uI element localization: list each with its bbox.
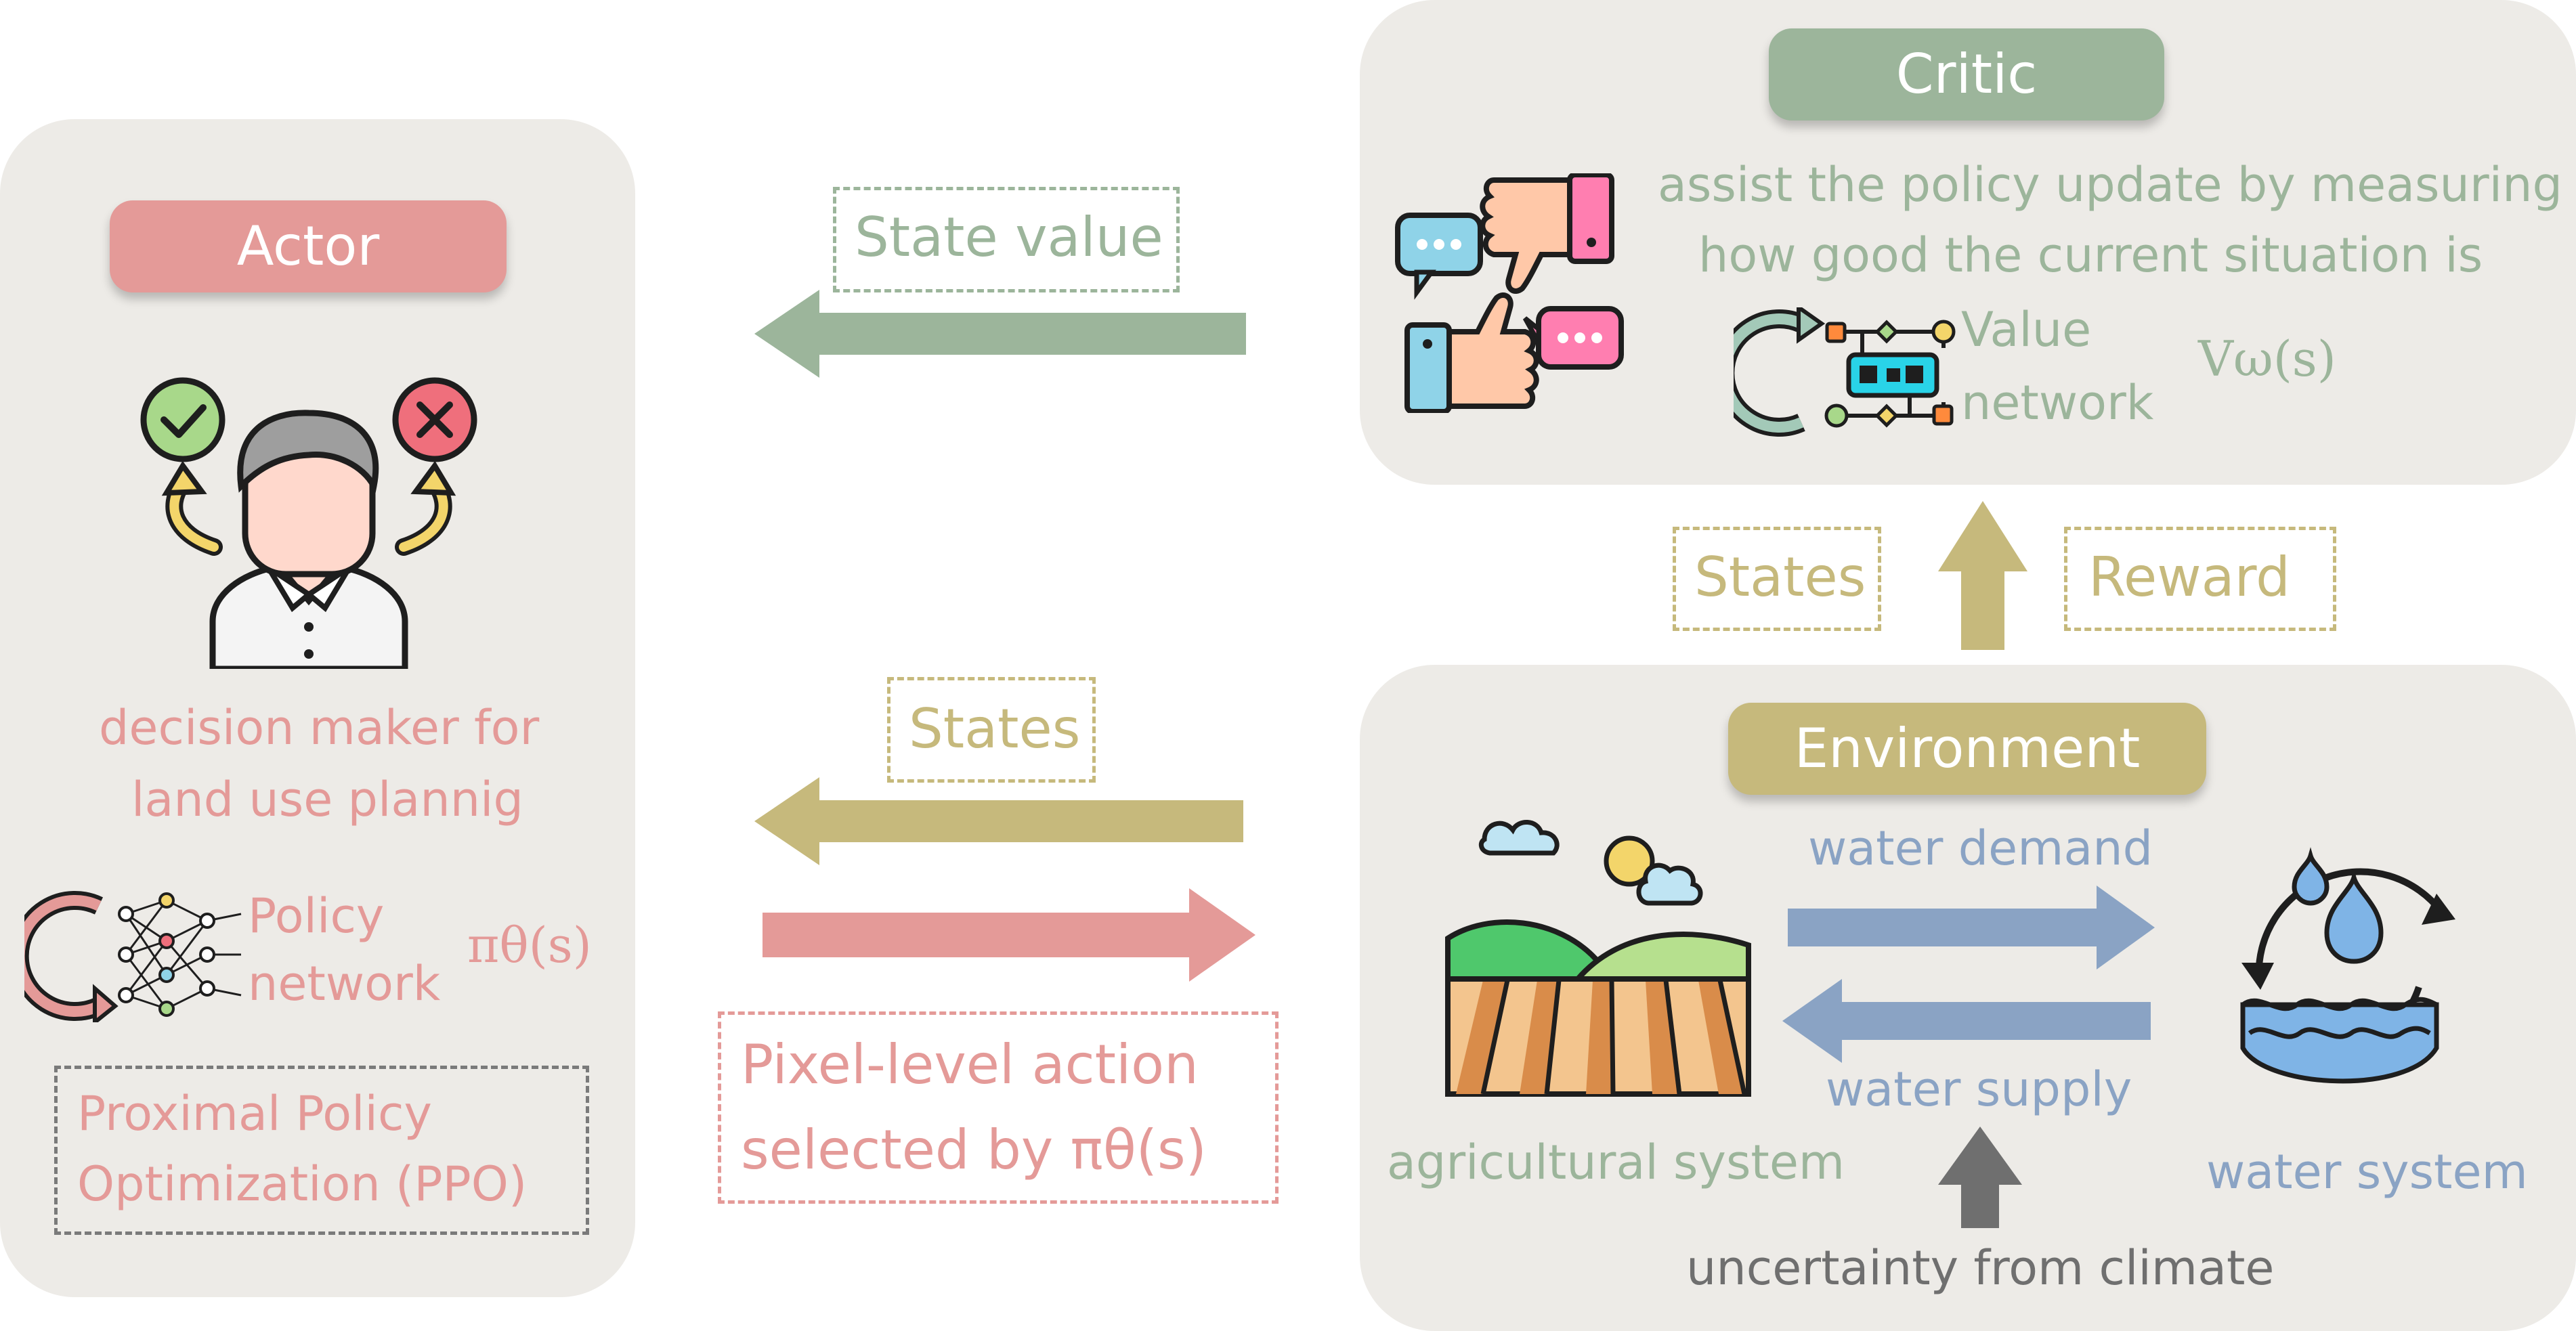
- action-label-line1: Pixel-level action: [741, 1033, 1199, 1096]
- states-to-actor-arrow: [754, 777, 1243, 865]
- action-arrow: [763, 888, 1255, 982]
- critic-description-line1: assist the policy update by measuring: [1658, 157, 2562, 213]
- actor-description-line2: land use plannig: [131, 772, 523, 827]
- reward-label: Reward: [2088, 546, 2290, 609]
- reward-box: [2064, 527, 2336, 631]
- uncertainty-up-arrow: [1938, 1127, 2022, 1228]
- actor-description-line1: decision maker for: [99, 700, 540, 756]
- thumbs-feedback-icon: [1395, 173, 1624, 413]
- states-to-actor-label: States: [909, 697, 1081, 760]
- decision-maker-icon: [140, 377, 477, 669]
- policy-network-label-line1: Policy: [248, 888, 385, 944]
- value-network-icon: [1734, 307, 1956, 437]
- policy-symbol: πθ(s): [467, 917, 592, 974]
- action-box: [718, 1011, 1279, 1204]
- state-value-label: State value: [855, 206, 1163, 269]
- environment-title-pill: Environment: [1728, 703, 2206, 795]
- ppo-label-line2: Optimization (PPO): [77, 1156, 528, 1212]
- states-to-critic-label: States: [1694, 546, 1866, 609]
- state-value-box: [833, 187, 1180, 292]
- action-label-line2: selected by πθ(s): [741, 1118, 1207, 1181]
- value-network-label-line2: network: [1961, 375, 2154, 431]
- policy-network-label-line2: network: [248, 956, 441, 1011]
- states-to-critic-box: [1673, 527, 1881, 631]
- state-value-arrow: [754, 290, 1246, 378]
- actor-panel: [0, 119, 635, 1297]
- actor-title: Actor: [236, 215, 380, 278]
- states-to-actor-box: [887, 677, 1096, 783]
- water-demand-label: water demand: [1808, 821, 2153, 876]
- policy-network-icon: [24, 891, 242, 1022]
- actor-title-pill: Actor: [110, 200, 507, 292]
- water-cycle-icon: [2240, 847, 2455, 1084]
- uncertainty-label: uncertainty from climate: [1686, 1240, 2275, 1296]
- ppo-box: [54, 1066, 589, 1235]
- environment-title: Environment: [1794, 717, 2141, 780]
- agricultural-field-icon: [1445, 820, 1751, 1097]
- critic-title: Critic: [1895, 43, 2038, 106]
- value-network-label-line1: Value: [1961, 302, 2092, 357]
- water-supply-arrow: [1782, 979, 2151, 1063]
- water-system-label: water system: [2206, 1144, 2528, 1200]
- agricultural-system-label: agricultural system: [1387, 1135, 1845, 1190]
- states-reward-up-arrow: [1938, 501, 2027, 650]
- value-symbol: Vω(s): [2198, 330, 2336, 387]
- water-demand-arrow: [1788, 886, 2155, 969]
- water-supply-label: water supply: [1826, 1062, 2132, 1117]
- critic-description-line2: how good the current situation is: [1698, 227, 2483, 283]
- ppo-label-line1: Proximal Policy: [77, 1086, 432, 1141]
- critic-title-pill: Critic: [1769, 28, 2164, 121]
